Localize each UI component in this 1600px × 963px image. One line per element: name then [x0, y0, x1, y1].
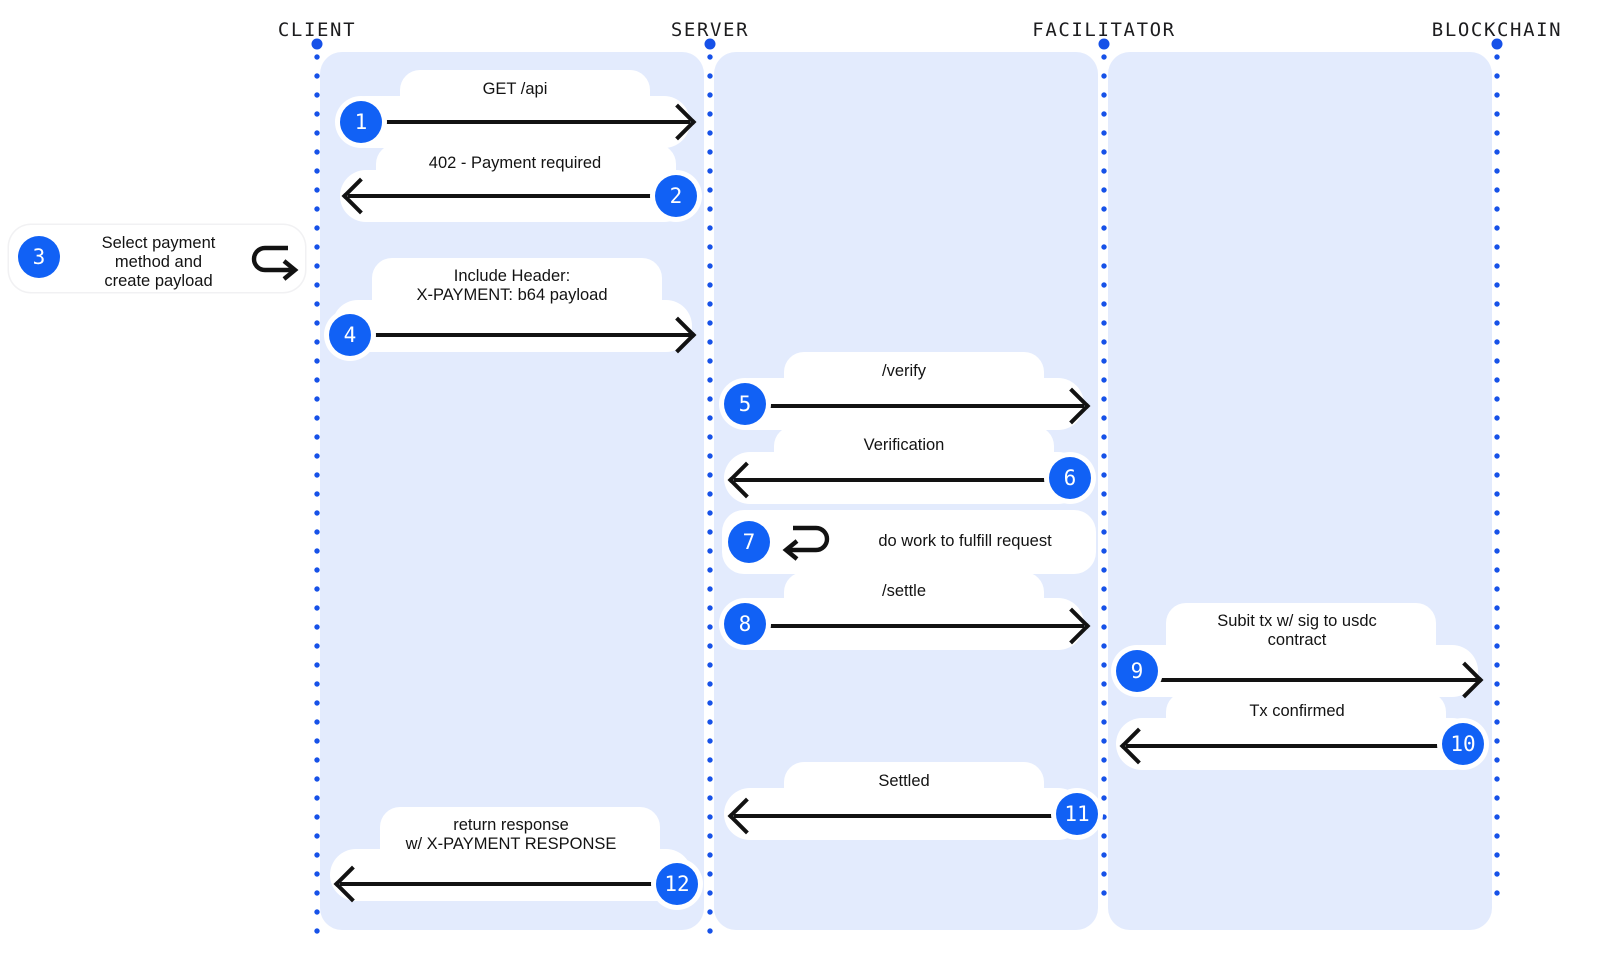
step-badge-5[interactable]: 5: [724, 383, 766, 425]
lifeline-blockchain: [1494, 54, 1500, 896]
arrow-line-9: [1138, 678, 1478, 682]
message-capsule-12: [380, 807, 660, 881]
message-capsule-6: [774, 426, 1054, 484]
step-badge-3[interactable]: 3: [18, 236, 60, 278]
message-row-8[interactable]: /settle: [724, 572, 1091, 650]
arrow-line-12: [340, 882, 680, 886]
arrow-line-4: [362, 333, 692, 337]
step-badge-9[interactable]: 9: [1116, 650, 1158, 692]
self-note-line-7: do work to fulfill request: [878, 532, 1052, 550]
step-badge-1[interactable]: 1: [340, 101, 382, 143]
message-label-12a: return response: [453, 816, 569, 834]
step-badge-8[interactable]: 8: [724, 603, 766, 645]
message-capsule-1: [400, 70, 650, 128]
message-capsule-5: [784, 352, 1044, 410]
arrow-line-11: [734, 814, 1072, 818]
message-row-6[interactable]: Verification: [724, 426, 1084, 504]
message-label-4a: Include Header:: [453, 267, 571, 285]
step-badge-6[interactable]: 6: [1049, 457, 1091, 499]
step-badge-12[interactable]: 12: [656, 863, 698, 905]
message-label-10: Tx confirmed: [1249, 702, 1345, 720]
step-badge-4[interactable]: 4: [329, 314, 371, 356]
message-label-9a: Subit tx w/ sig to usdc: [1217, 612, 1377, 630]
lifeline-client: [314, 54, 320, 934]
lifeline-label-server: SERVER: [670, 19, 750, 41]
message-row-4[interactable]: Include Header: X-PAYMENT: b64 payload: [332, 258, 697, 354]
message-label-1: GET /api: [482, 80, 548, 98]
message-row-9[interactable]: Subit tx w/ sig to usdc contract: [1116, 603, 1484, 699]
message-row-2[interactable]: 402 - Payment required: [340, 144, 690, 222]
lifeline-facilitator: [1101, 54, 1107, 902]
message-row-10[interactable]: Tx confirmed: [1116, 692, 1478, 770]
band-facilitator-blockchain: [1108, 52, 1492, 930]
message-capsule-11: [784, 762, 1044, 820]
self-note-line-3c: create payload: [104, 272, 213, 290]
message-label-9b: contract: [1267, 631, 1327, 649]
step-badge-7[interactable]: 7: [728, 521, 770, 563]
message-label-6: Verification: [863, 436, 945, 454]
arrow-line-6: [734, 478, 1072, 482]
arrow-line-1: [362, 120, 690, 124]
self-loop-arrow-icon-3: [251, 245, 299, 281]
message-row-12[interactable]: return response w/ X-PAYMENT RESPONSE: [330, 807, 692, 903]
self-loop-arrow-icon-7: [782, 525, 830, 561]
arrow-line-10: [1126, 744, 1466, 748]
lifeline-label-blockchain: BLOCKCHAIN: [1431, 19, 1563, 41]
step-badge-2[interactable]: 2: [655, 175, 697, 217]
lifeline-label-facilitator: FACILITATOR: [1032, 19, 1176, 41]
lifeline-head-server: [704, 38, 716, 50]
message-row-5[interactable]: /verify: [724, 352, 1091, 430]
lifeline-head-blockchain: [1491, 38, 1503, 50]
self-note-line-3b: method and: [114, 253, 203, 271]
message-label-4b: X-PAYMENT: b64 payload: [416, 286, 608, 304]
message-capsule-8: [784, 572, 1044, 630]
self-note-7[interactable]: do work to fulfill request: [722, 510, 1096, 574]
message-row-1[interactable]: GET /api: [340, 70, 697, 148]
message-capsule-2: [376, 144, 676, 202]
message-label-8: /settle: [881, 582, 927, 600]
lifeline-label-client: CLIENT: [277, 19, 357, 41]
message-capsule-4: [372, 258, 662, 332]
message-row-11[interactable]: Settled: [724, 762, 1084, 840]
message-label-11: Settled: [878, 772, 930, 790]
lifeline-server: [707, 54, 713, 934]
message-label-5: /verify: [881, 362, 926, 380]
self-note-3[interactable]: Select payment method and create payload: [9, 225, 305, 292]
lifeline-head-client: [311, 38, 323, 50]
arrow-line-2: [348, 194, 676, 198]
arrow-line-8: [746, 624, 1084, 628]
step-badge-10[interactable]: 10: [1442, 723, 1484, 765]
self-note-line-3a: Select payment: [101, 234, 216, 252]
step-badge-11[interactable]: 11: [1056, 793, 1098, 835]
message-capsule-10: [1166, 692, 1446, 750]
message-label-2: 402 - Payment required: [428, 154, 602, 172]
arrow-line-5: [746, 404, 1084, 408]
message-label-12b: w/ X-PAYMENT RESPONSE: [405, 835, 617, 853]
lifeline-head-facilitator: [1098, 38, 1110, 50]
message-capsule-9: [1166, 603, 1436, 677]
